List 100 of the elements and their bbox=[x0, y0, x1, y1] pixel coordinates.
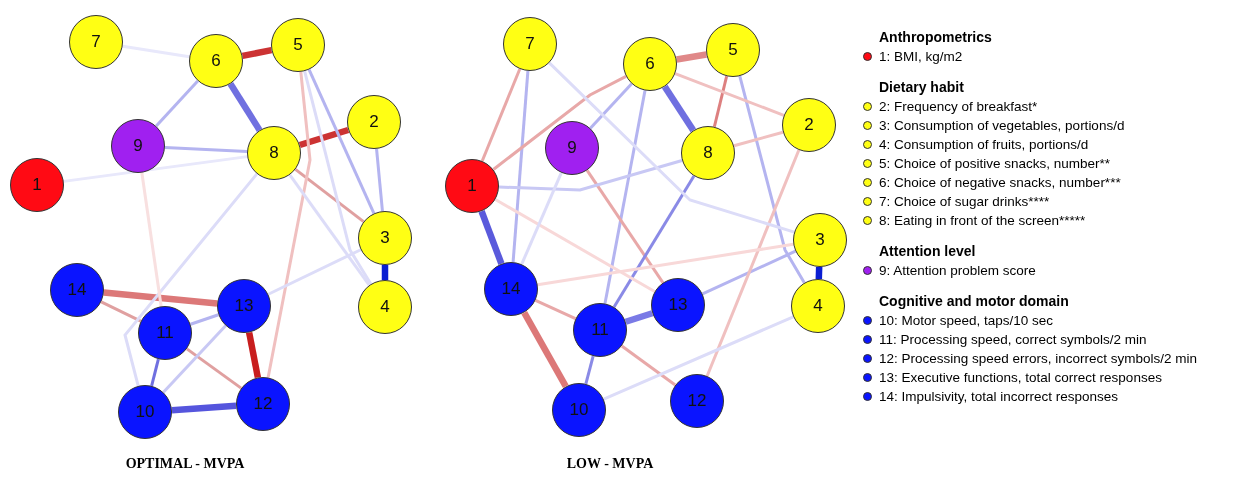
legend-heading: Attention level bbox=[879, 242, 977, 261]
node-number: 9 bbox=[567, 138, 577, 158]
correlation-edge bbox=[701, 249, 797, 296]
variable-circle bbox=[347, 95, 401, 149]
node-number: 6 bbox=[211, 51, 221, 71]
node-number: 3 bbox=[380, 228, 390, 248]
node-number: 13 bbox=[668, 295, 688, 315]
node-number: 14 bbox=[501, 279, 521, 299]
legend-text: 11: Processing speed, correct symbols/2 min bbox=[879, 332, 1147, 347]
variable-circle bbox=[111, 119, 165, 173]
correlation-edge bbox=[267, 248, 362, 296]
correlation-edge bbox=[705, 149, 801, 377]
correlation-edge bbox=[603, 315, 794, 401]
legend-text: 6: Choice of negative snacks, number*** bbox=[879, 175, 1121, 190]
panel-title: OPTIMAL - MVPA bbox=[125, 456, 245, 472]
correlation-edge bbox=[620, 344, 677, 387]
correlation-edge bbox=[266, 71, 312, 378]
correlation-edge bbox=[712, 75, 729, 128]
node-number: 7 bbox=[525, 34, 535, 54]
node-number: 5 bbox=[293, 35, 303, 55]
correlation-edge bbox=[122, 44, 190, 59]
legend-text: 4: Consumption of fruits, portions/d bbox=[879, 137, 1089, 152]
variable-circle bbox=[793, 213, 847, 267]
correlation-edge bbox=[738, 75, 806, 284]
node-number: 5 bbox=[728, 40, 738, 60]
legend-text: 13: Executive functions, total correct responses bbox=[879, 370, 1162, 385]
node-number: 10 bbox=[135, 402, 155, 422]
correlation-edge bbox=[612, 175, 696, 308]
correlation-edge bbox=[171, 402, 237, 414]
correlation-edge bbox=[624, 310, 654, 325]
correlation-edge bbox=[288, 174, 371, 286]
variable-circle bbox=[236, 377, 290, 431]
correlation-edge bbox=[603, 90, 647, 304]
panel-title: LOW - MVPA bbox=[566, 456, 654, 472]
correlation-edge bbox=[520, 172, 563, 265]
correlation-edge bbox=[164, 145, 248, 154]
legend-text: 14: Impulsivity, total incorrect responses bbox=[879, 389, 1119, 404]
correlation-edge bbox=[537, 242, 794, 287]
legend-text: 8: Eating in front of the screen***** bbox=[879, 213, 1086, 228]
variable-circle bbox=[681, 126, 735, 180]
node-number: 2 bbox=[369, 112, 379, 132]
legend-text: 2: Frequency of breakfast* bbox=[879, 99, 1038, 114]
correlation-edge bbox=[674, 72, 785, 117]
correlation-edge bbox=[498, 159, 683, 192]
variable-circle bbox=[706, 23, 760, 77]
node-number: 1 bbox=[32, 175, 42, 195]
variable-circle bbox=[552, 383, 606, 437]
legend-text: 1: BMI, kg/m2 bbox=[879, 49, 963, 64]
variable-circle bbox=[138, 306, 192, 360]
variable-circle bbox=[651, 278, 705, 332]
variable-circle bbox=[118, 385, 172, 439]
correlation-edge bbox=[375, 148, 384, 212]
node-number: 8 bbox=[703, 143, 713, 163]
node-number: 12 bbox=[687, 391, 707, 411]
correlation-edge bbox=[534, 298, 577, 321]
correlation-edge bbox=[245, 331, 262, 379]
correlation-edge bbox=[227, 82, 263, 132]
node-number: 12 bbox=[253, 394, 273, 414]
variable-circle bbox=[217, 279, 271, 333]
legend-heading: Dietary habit bbox=[879, 78, 965, 97]
correlation-edge bbox=[584, 355, 595, 385]
node-number: 3 bbox=[815, 230, 825, 250]
correlation-edge bbox=[186, 347, 243, 390]
correlation-edge bbox=[103, 289, 218, 307]
legend-text: 12: Processing speed errors, incorrect symbols/2 min bbox=[879, 351, 1198, 366]
variable-circle bbox=[271, 18, 325, 72]
correlation-edge bbox=[662, 84, 696, 133]
correlation-edge bbox=[521, 310, 569, 389]
node-number: 6 bbox=[645, 54, 655, 74]
legend-text: 5: Choice of positive snacks, number** bbox=[879, 156, 1111, 171]
correlation-edge bbox=[63, 155, 248, 183]
node-number: 1 bbox=[467, 176, 477, 196]
correlation-edge bbox=[294, 168, 365, 223]
correlation-edge bbox=[815, 266, 823, 280]
legend-heading: Cognitive and motor domain bbox=[879, 292, 1070, 311]
node-number: 7 bbox=[91, 32, 101, 52]
node-number: 4 bbox=[380, 297, 390, 317]
correlation-edge bbox=[585, 169, 665, 284]
node-number: 10 bbox=[569, 400, 589, 420]
correlation-edge bbox=[511, 70, 530, 263]
node-number: 2 bbox=[804, 115, 814, 135]
variable-circle bbox=[50, 263, 104, 317]
variable-circle bbox=[545, 121, 599, 175]
correlation-edge bbox=[676, 51, 707, 63]
variable-circle bbox=[782, 98, 836, 152]
correlation-edge bbox=[478, 210, 505, 265]
correlation-edge bbox=[190, 313, 219, 326]
correlation-edge bbox=[150, 358, 160, 387]
variable-circle bbox=[623, 37, 677, 91]
legend-text: 3: Consumption of vegetables, portions/d bbox=[879, 118, 1125, 133]
correlation-edge bbox=[589, 82, 633, 130]
variable-circle bbox=[247, 126, 301, 180]
variable-circle bbox=[791, 279, 845, 333]
correlation-edge bbox=[381, 265, 389, 280]
variable-circle bbox=[358, 280, 412, 334]
variable-circle bbox=[10, 158, 64, 212]
node-number: 9 bbox=[133, 136, 143, 156]
correlation-edge bbox=[492, 75, 627, 171]
variable-circle bbox=[189, 34, 243, 88]
variable-circle bbox=[358, 211, 412, 265]
